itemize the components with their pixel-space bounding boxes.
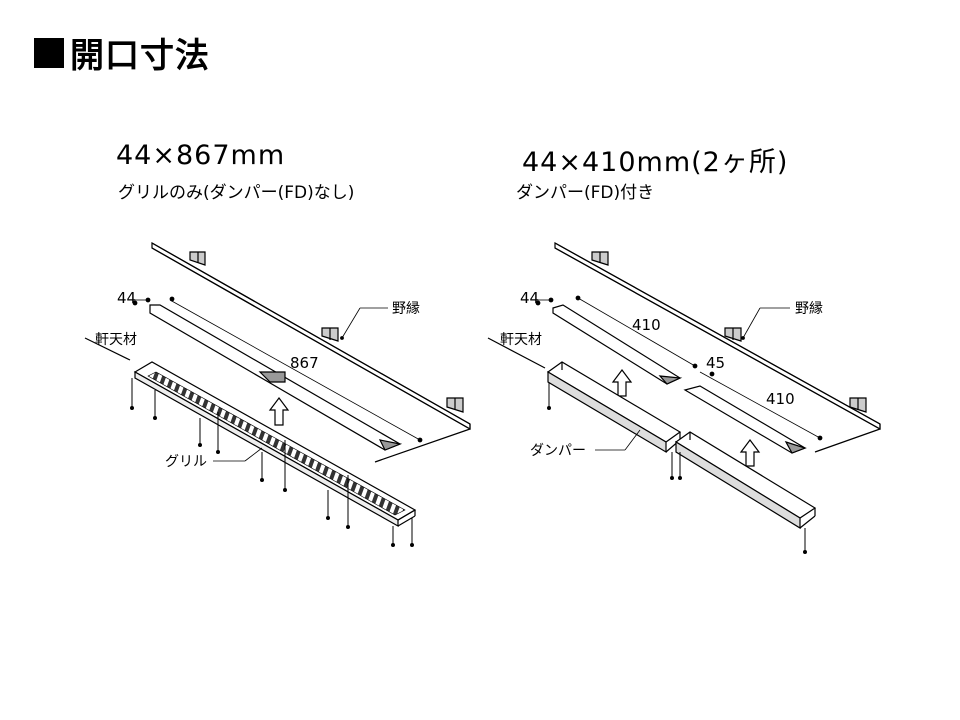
right-opening-2 [683, 385, 807, 454]
left-opening [149, 304, 403, 451]
right-screws [547, 382, 807, 554]
right-joist-3 [849, 397, 867, 413]
right-up-arrow-icon-1 [611, 369, 633, 397]
left-grille [133, 361, 417, 528]
right-damper-1 [546, 361, 682, 454]
right-subheading: ダンパー(FD)付き [516, 183, 655, 203]
right-dim-length-2: 410 [766, 390, 795, 408]
left-joist-1 [189, 251, 206, 266]
left-assembly [84, 241, 471, 547]
page-title-text: 開口寸法 [70, 36, 210, 76]
right-labels: 44 410 45 410 軒天材 野縁 ダンパー [500, 289, 823, 459]
left-dim-length: 867 [290, 354, 319, 372]
right-label-damper: ダンパー [530, 443, 586, 459]
right-assembly [487, 241, 881, 554]
right-joist-2 [724, 327, 742, 342]
right-up-arrow-icon-2 [739, 439, 761, 467]
right-dim-width: 44 [520, 289, 539, 307]
right-dim-gap: 45 [706, 354, 725, 372]
right-label-frame: 野縁 [795, 301, 823, 317]
left-leaders [213, 307, 388, 462]
left-labels: 44 867 軒天材 野縁 グリル [95, 289, 420, 470]
square-bullet-icon [34, 37, 64, 68]
left-up-arrow-icon [268, 397, 290, 426]
right-label-beam: 軒天材 [500, 332, 542, 348]
left-heading: 44×867mm [116, 140, 286, 171]
left-label-frame: 野縁 [392, 301, 420, 317]
right-ceiling-board [487, 241, 881, 453]
left-label-beam: 軒天材 [95, 332, 137, 348]
right-damper-2 [674, 431, 817, 530]
right-opening-1 [552, 304, 683, 385]
left-ceiling-board [84, 241, 471, 463]
left-subheading: グリルのみ(ダンパー(FD)なし) [118, 183, 355, 203]
left-joist-3 [446, 397, 464, 413]
left-joist-2 [321, 327, 339, 342]
left-dimension-lines [132, 296, 423, 443]
left-dim-width: 44 [117, 289, 136, 307]
right-joist-1 [591, 251, 609, 266]
right-heading: 44×410mm(2ヶ所) [522, 147, 789, 178]
right-dimension-lines [535, 295, 823, 441]
right-leaders [595, 307, 790, 451]
left-screws [130, 378, 414, 547]
page-title: 開口寸法 [34, 28, 210, 77]
right-dim-length-1: 410 [632, 316, 661, 334]
left-label-grille: グリル [165, 454, 207, 470]
